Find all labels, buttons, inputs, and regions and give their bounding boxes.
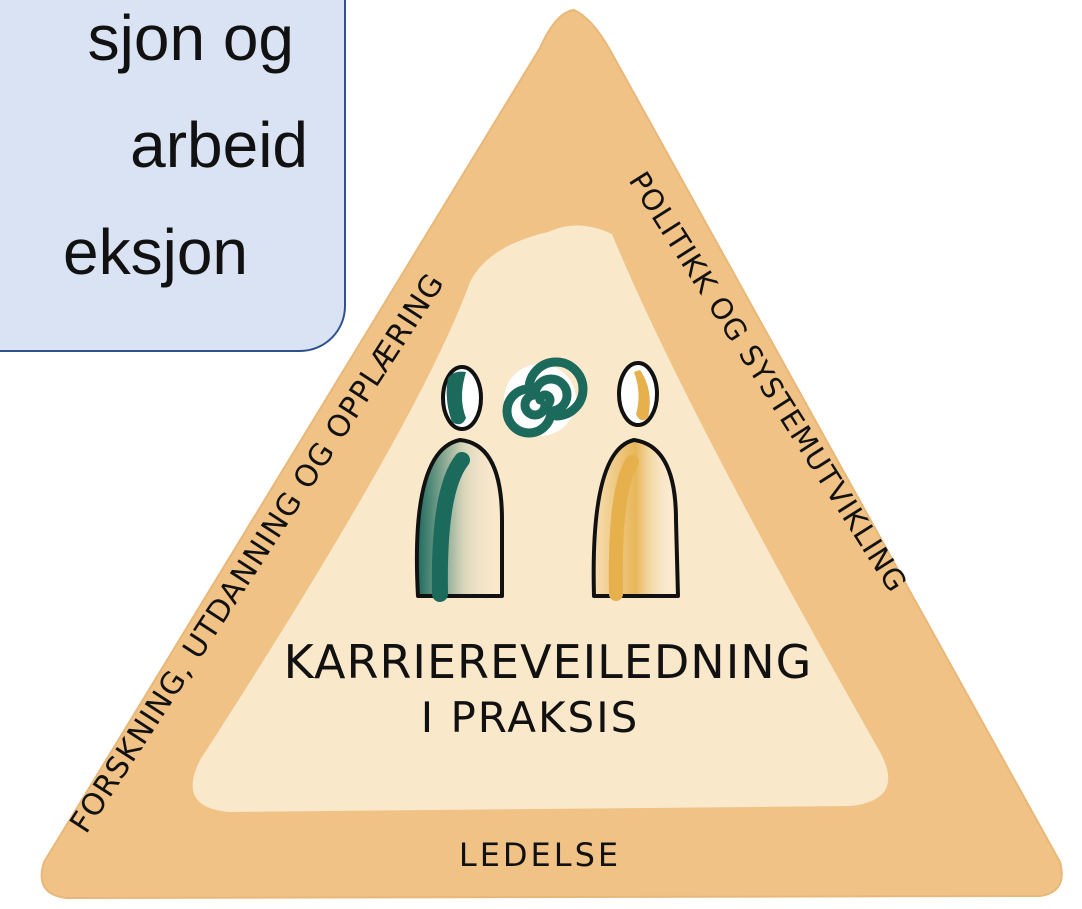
inner-triangle: [192, 225, 889, 812]
bottom-label: LEDELSE: [459, 836, 621, 874]
callout-line-3: eksjon: [63, 216, 248, 288]
callout-line-1: sjon og: [87, 2, 294, 74]
callout-box: sjon og arbeid eksjon: [0, 0, 346, 352]
spiral-icon: [502, 357, 588, 438]
person-right-icon: [591, 361, 680, 601]
center-title-line1: KARRIEREVEILEDNING: [284, 635, 813, 689]
callout-line-2: arbeid: [130, 109, 308, 181]
center-title-line2: I PRAKSIS: [421, 693, 640, 742]
person-left-icon: [414, 365, 504, 602]
